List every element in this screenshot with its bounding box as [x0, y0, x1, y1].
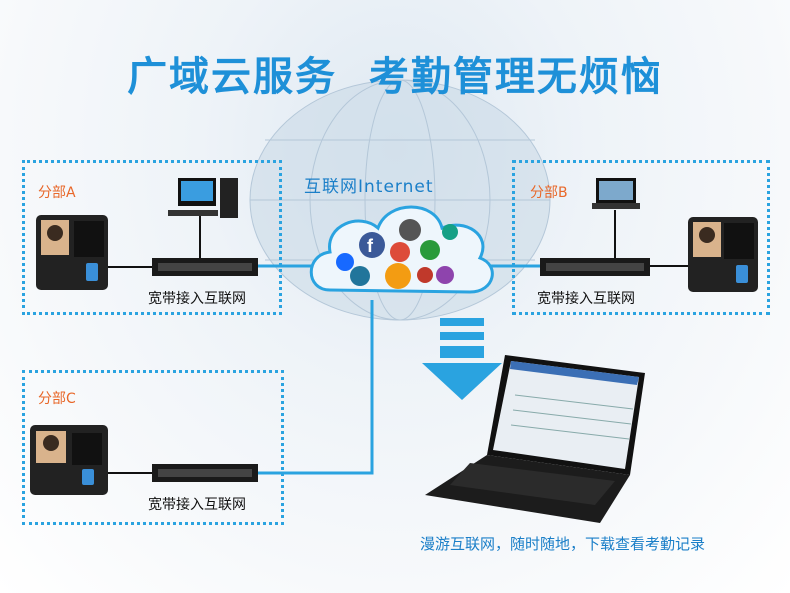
photo-app-icon	[390, 242, 410, 262]
network-switch-c	[152, 464, 258, 482]
desktop-computer-icon	[168, 178, 243, 223]
chat-app-icon	[420, 240, 440, 260]
attendance-terminal-a	[36, 215, 108, 290]
laptop-software-screen	[425, 355, 655, 530]
messenger-app-icon	[385, 263, 411, 289]
attendance-terminal-b	[688, 217, 758, 292]
internet-label: 互联网Internet	[304, 172, 434, 197]
wordpress-app-icon	[350, 266, 370, 286]
laptop-icon	[592, 178, 640, 212]
branch-c-caption: 宽带接入互联网	[148, 494, 246, 514]
video-app-icon	[417, 267, 433, 283]
apple-app-icon	[399, 219, 421, 241]
attendance-terminal-c	[30, 425, 108, 495]
music-app-icon	[436, 266, 454, 284]
internet-cloud: f	[300, 190, 500, 310]
map-app-icon	[442, 224, 458, 240]
behance-app-icon	[336, 253, 354, 271]
footer-caption: 漫游互联网，随时随地，下载查看考勤记录	[420, 533, 705, 554]
svg-text:f: f	[367, 236, 374, 256]
line-c-cloud	[258, 300, 372, 473]
branch-a-caption: 宽带接入互联网	[148, 288, 246, 308]
network-switch-b	[540, 258, 650, 276]
branch-b-caption: 宽带接入互联网	[537, 288, 635, 308]
network-switch-a	[152, 258, 258, 276]
